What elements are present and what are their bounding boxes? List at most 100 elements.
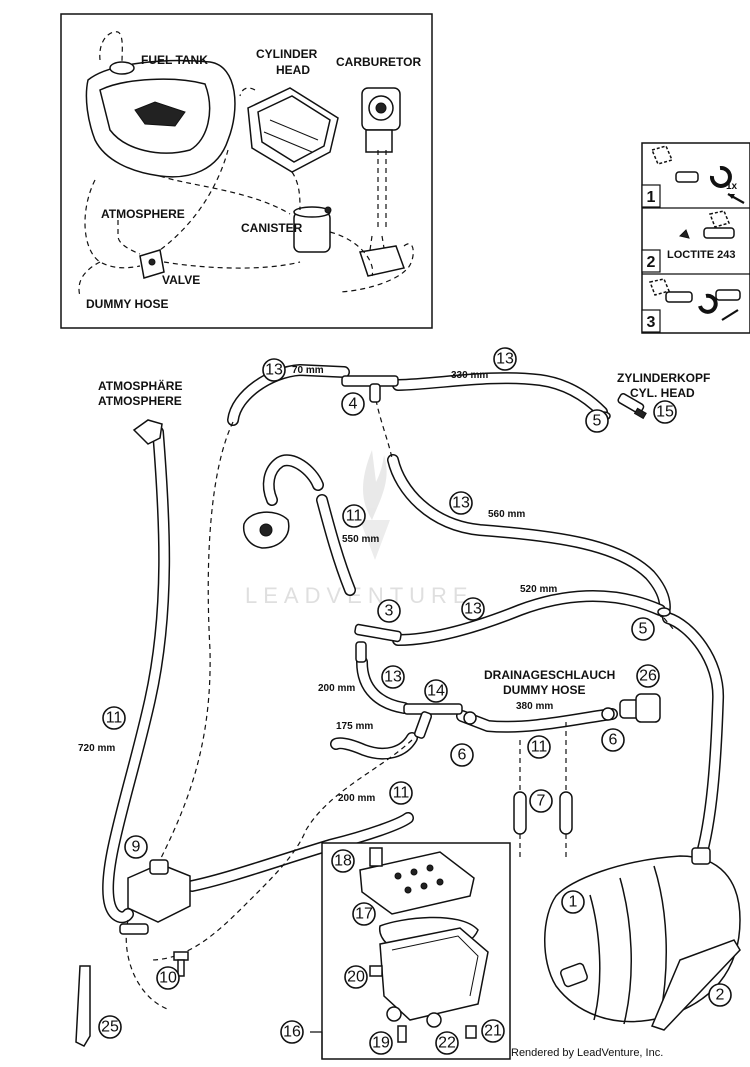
footer-credit: Rendered by LeadVenture, Inc. [511,1047,664,1059]
hose-clip-6-right [601,707,615,721]
svg-text:11: 11 [393,785,410,802]
drain-hose-en-label: DUMMY HOSE [503,683,585,697]
svg-text:22: 22 [438,1035,456,1052]
svg-text:11: 11 [531,739,548,756]
valve-drawing [139,249,165,279]
callout-11-200mm: 11 [389,781,413,805]
strap-7-left [513,791,527,835]
callout-13-200mm: 13 [381,665,405,689]
legend-step-1: 1 [647,189,656,206]
svg-text:20: 20 [347,969,365,986]
fuel-tank-drawing [85,31,236,178]
length-560: 560 mm [488,509,525,520]
hoses [102,364,725,924]
hose-clip-6-left [463,711,477,725]
svg-text:21: 21 [484,1023,502,1040]
svg-text:13: 13 [496,351,514,368]
svg-text:10: 10 [159,970,177,987]
svg-text:14: 14 [427,683,445,700]
length-200-upper: 200 mm [318,683,355,694]
callout-13-560mm: 13 [449,491,473,515]
svg-text:9: 9 [132,839,141,856]
bracket-2 [650,939,741,1031]
svg-text:19: 19 [372,1035,390,1052]
cyl-head-de-label: ZYLINDERKOPF [617,371,710,385]
callout-11-550mm: 11 [342,504,366,528]
screw-10 [173,951,189,977]
rollover-valve-9 [119,859,191,935]
strap-7-right [559,791,573,835]
svg-text:3: 3 [385,603,394,620]
svg-text:11: 11 [346,508,363,525]
valve-label: VALVE [162,273,200,287]
svg-text:16: 16 [283,1024,301,1041]
atmosphere-de-label: ATMOSPHÄRE [98,378,182,393]
svg-text:15: 15 [656,404,674,421]
legend-step-2-note: LOCTITE 243 [667,249,735,261]
t-fitting-14 [403,703,463,739]
carburetor-label: CARBURETOR [336,55,421,69]
callout-26: 26 [636,664,660,688]
svg-text:13: 13 [265,362,283,379]
callout-2: 2 [708,983,732,1007]
t-fitting-4 [341,375,399,403]
canister-label: CANISTER [241,221,303,235]
callout-7: 7 [529,789,553,813]
legend-step-2: 2 [647,254,656,271]
length-200-lower: 200 mm [338,793,375,804]
cylinder-head-label-line1: CYLINDER [256,47,318,61]
length-330: 330 mm [451,370,488,381]
valve-detail-16 [321,842,511,1060]
dummy-hose-label: DUMMY HOSE [86,297,168,311]
svg-text:2: 2 [716,987,725,1004]
callout-5-lower: 5 [631,617,655,641]
callout-13-330mm: 13 [493,347,517,371]
callout-17: 17 [352,902,376,926]
svg-text:1: 1 [569,894,578,911]
length-520: 520 mm [520,584,557,595]
callout-11-720mm: 11 [102,706,126,730]
callout-25: 25 [98,1015,122,1039]
callout-9: 9 [124,835,148,859]
callout-11-dummy: 11 [527,735,551,759]
bracket-25 [75,965,91,1047]
svg-text:5: 5 [593,413,602,430]
callout-1: 1 [561,890,585,914]
callout-6-left: 6 [450,743,474,767]
callout-13-70mm: 13 [262,358,286,382]
callout-3: 3 [377,599,401,623]
overview-inset: FUEL TANK CYLINDER HEAD CARBURETOR ATMOS… [60,13,433,329]
fuel-tank-label: FUEL TANK [141,53,208,67]
fuel-cap-vent [242,511,290,549]
svg-text:25: 25 [101,1019,119,1036]
callout-4: 4 [341,392,365,416]
legend-step-3: 3 [647,314,656,331]
length-720: 720 mm [78,743,115,754]
cylinder-head-label-line2: HEAD [276,63,310,77]
callout-5-top: 5 [585,409,609,433]
svg-text:7: 7 [537,793,546,810]
callout-22: 22 [435,1031,459,1055]
cylinder-head-drawing [239,87,339,173]
callout-6-right: 6 [601,728,625,752]
carburetor-drawing [359,87,405,277]
canister-drawing [293,206,332,253]
callout-10: 10 [156,966,180,990]
svg-text:13: 13 [384,669,402,686]
callout-18: 18 [331,849,355,873]
svg-text:13: 13 [452,495,470,512]
watermark-text: LEADVENTURE [245,583,474,608]
svg-text:13: 13 [464,601,482,618]
callout-16: 16 [280,1020,304,1044]
drain-hose-de-label: DRAINAGESCHLAUCH [484,668,615,682]
callout-14: 14 [424,679,448,703]
length-70: 70 mm [292,365,324,376]
callout-15: 15 [653,400,677,424]
hose-plug-26 [619,693,661,723]
svg-text:5: 5 [639,621,648,638]
assembly-legend: 1 2 3 1x LOCTITE 243 [641,142,750,334]
svg-text:26: 26 [639,668,657,685]
svg-text:4: 4 [349,396,358,413]
callout-21: 21 [481,1019,505,1043]
